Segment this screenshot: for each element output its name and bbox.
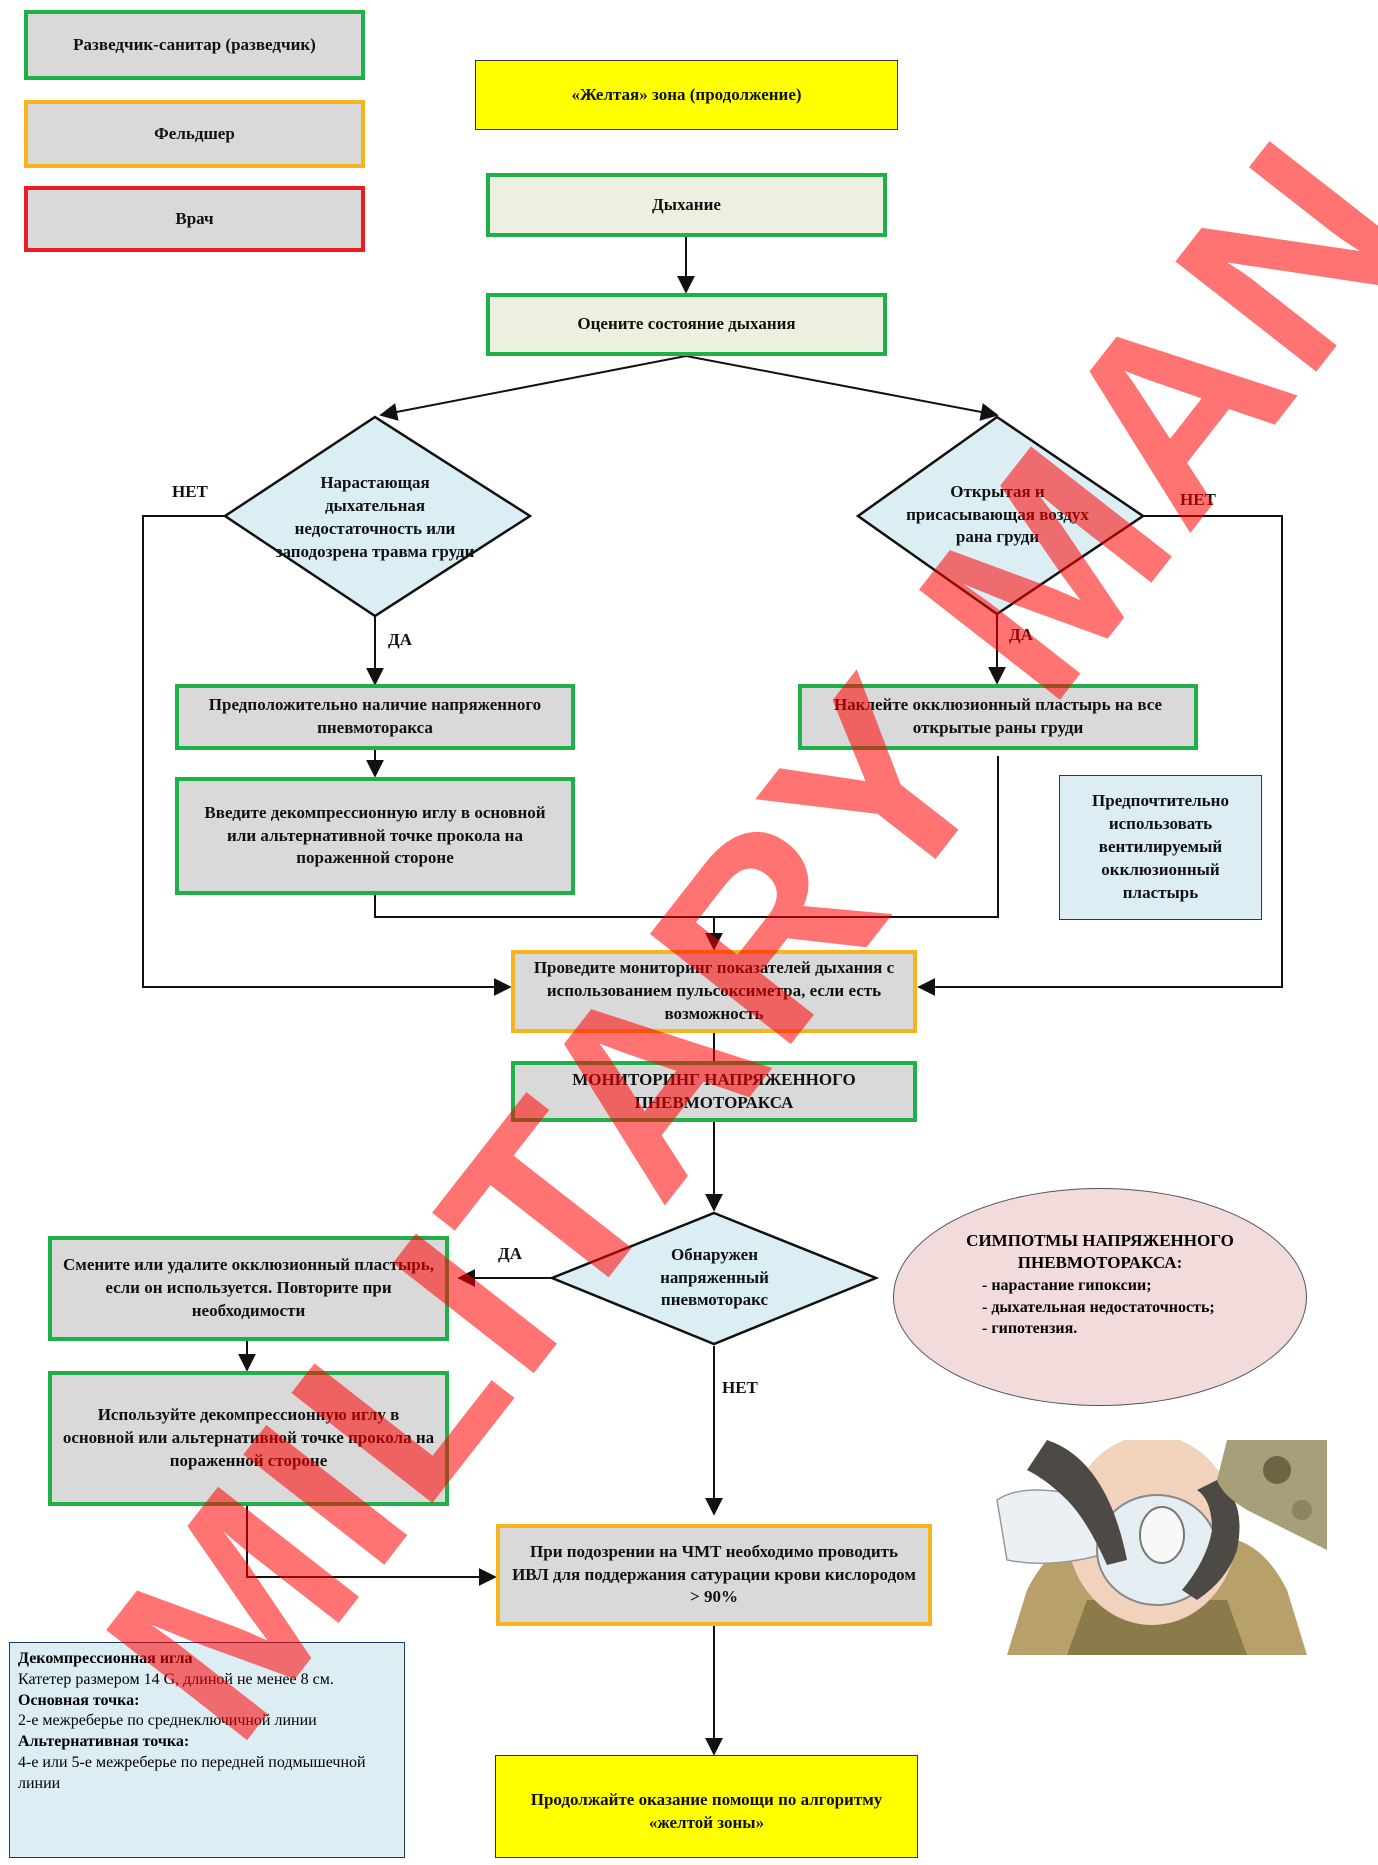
decompression-info-box: Декомпрессионная игла Катетер размером 1…: [9, 1642, 405, 1858]
info-alt-text: 4-е или 5-е межреберье по передней подмы…: [18, 1753, 366, 1792]
decision-right-diamond: [855, 415, 1146, 616]
vented-patch-note: Предпочтительно использовать вентилируем…: [1059, 775, 1262, 920]
info-main-title: Основная точка:: [18, 1691, 140, 1709]
decompression-needle-box: Введите декомпрессионную иглу в основной…: [175, 777, 575, 895]
bag-valve-mask-illustration: [996, 1440, 1327, 1655]
symptoms-oval: [893, 1188, 1307, 1406]
replace-patch-box: Смените или удалите окклюзионный пластыр…: [48, 1236, 449, 1341]
symptoms-list: - нарастание гипоксии; - дыхательная нед…: [982, 1275, 1302, 1340]
presumed-pneumothorax-box: Предположительно наличие напряженного пн…: [175, 684, 575, 750]
decompression-needle-repeat-box: Используйте декомпрессионную иглу в осно…: [48, 1371, 449, 1506]
legend-paramedic: Фельдшер: [24, 100, 365, 168]
arrow-assess-right: [685, 355, 999, 421]
label-yes-detected: ДА: [498, 1244, 522, 1263]
decision-left-text: Нарастающая дыхательная недостаточность …: [275, 473, 475, 561]
info-alt-title: Альтернативная точка:: [18, 1733, 190, 1751]
decision-detected-text: Обнаружен напряженный пневмоторакс: [660, 1244, 769, 1310]
monitor-breathing-box: Проведите мониторинг показателей дыхания…: [511, 950, 917, 1033]
symptom-item: - дыхательная недостаточность;: [982, 1298, 1215, 1316]
line-needle-merge: [374, 756, 999, 918]
arrow-assess-left: [379, 355, 687, 421]
info-main-text: 2-е межреберье по среднеключичной линии: [18, 1712, 317, 1730]
line-needle2-tbi: [246, 1505, 497, 1586]
label-yes-left: ДА: [388, 630, 412, 649]
label-no-detected: НЕТ: [722, 1378, 758, 1397]
decision-left-diamond: [222, 415, 533, 618]
label-no-left: НЕТ: [172, 482, 208, 501]
decision-detected-diamond: [548, 1211, 880, 1346]
line-left-no: [142, 515, 512, 996]
line-right-no: [917, 515, 1283, 996]
tbi-ventilation-box: При подозрении на ЧМТ необходимо проводи…: [496, 1524, 932, 1626]
symptom-item: - гипотензия.: [982, 1320, 1078, 1338]
assess-breathing-box: Оцените состояние дыхания: [486, 293, 887, 356]
decision-right-text: Открытая и присасывающая воздух рана гру…: [906, 481, 1089, 547]
continue-care-box: Продолжайте оказание помощи по алгоритму…: [495, 1755, 918, 1858]
symptoms-title: СИМПОТМЫ НАПРЯЖЕННОГО ПНЕВМОТОРАКСА:: [966, 1231, 1234, 1273]
occlusive-patch-box: Наклейте окклюзионный пластырь на все от…: [798, 684, 1198, 750]
legend-doctor: Врач: [24, 186, 365, 252]
breathing-box: Дыхание: [486, 173, 887, 237]
symptom-item: - нарастание гипоксии;: [982, 1277, 1152, 1294]
legend-scout: Разведчик-санитар (разведчик): [24, 10, 365, 80]
label-no-right: НЕТ: [1180, 490, 1216, 509]
zone-title: «Желтая» зона (продолжение): [475, 60, 898, 130]
label-yes-right: ДА: [1009, 625, 1033, 644]
monitor-pneumothorax-box: МОНИТОРИНГ НАПРЯЖЕННОГО ПНЕВМОТОРАКСА: [511, 1061, 917, 1122]
info-needle-title: Декомпрессионная игла: [18, 1650, 193, 1667]
info-needle-text: Катетер размером 14 G, длиной не менее 8…: [18, 1670, 334, 1688]
